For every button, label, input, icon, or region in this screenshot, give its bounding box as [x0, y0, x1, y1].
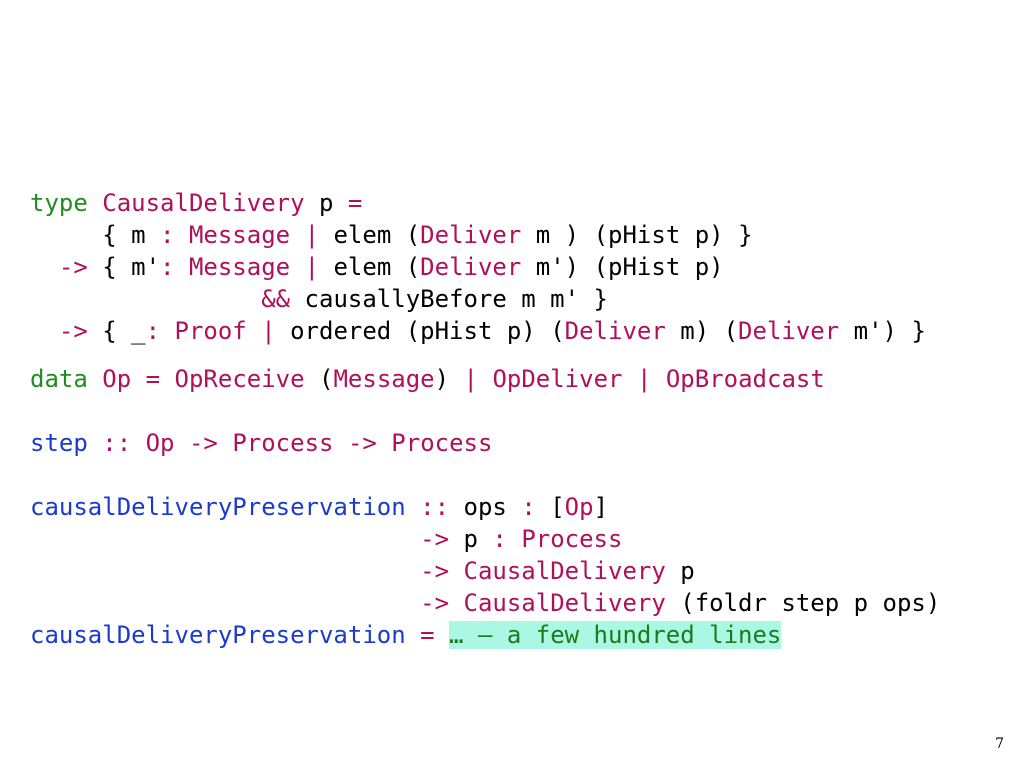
keyword-data: data: [30, 365, 88, 393]
code-text: { m: [30, 221, 161, 249]
constructor-opbroadcast: OpBroadcast: [665, 365, 825, 393]
code-text: m') }: [839, 317, 926, 345]
equals-sign: =: [145, 365, 161, 393]
code-text: elem (: [319, 221, 421, 249]
type-name: Op: [102, 365, 132, 393]
arrow: ->: [30, 317, 88, 345]
type-proof: Proof: [174, 317, 247, 345]
type-definition-block: type CausalDelivery p = { m : Message | …: [30, 187, 926, 347]
constructor-deliver: Deliver: [420, 253, 522, 281]
constructor-deliver: Deliver: [564, 317, 666, 345]
type-message: Message: [188, 221, 291, 249]
type-process: Process: [391, 429, 493, 457]
type-op: Op: [145, 429, 175, 457]
code-text: p: [463, 525, 478, 553]
code-text: p: [665, 557, 695, 585]
function-step: step: [30, 429, 88, 457]
refinement-bar: |: [261, 317, 276, 345]
code-text: { m': [87, 253, 161, 281]
constructor-deliver: Deliver: [420, 221, 522, 249]
refinement-bar: |: [304, 253, 320, 281]
arrow: ->: [188, 429, 218, 457]
code-indent: [30, 589, 420, 617]
type-name: CausalDelivery: [102, 189, 305, 217]
type-process: Process: [521, 525, 623, 553]
type-op: Op: [564, 493, 594, 521]
refinement-bar: |: [304, 221, 320, 249]
code-text: (foldr step p ops): [665, 589, 941, 617]
equals-sign: =: [420, 621, 435, 649]
preservation-block: causalDeliveryPreservation :: ops : [Op]…: [30, 493, 941, 649]
code-text: elem (: [319, 253, 421, 281]
arrow: ->: [420, 525, 450, 553]
colon: :: [160, 221, 175, 249]
code-text: p: [304, 189, 348, 217]
type-message: Message: [188, 253, 291, 281]
double-colon: ::: [102, 429, 132, 457]
colon: :: [160, 253, 175, 281]
page-number: 7: [995, 736, 1004, 752]
code-text: { _: [87, 317, 146, 345]
function-causal-delivery-preservation: causalDeliveryPreservation: [30, 621, 406, 649]
type-process: Process: [232, 429, 334, 457]
data-op-block: data Op = OpReceive (Message) | OpDelive…: [30, 365, 825, 393]
keyword-type: type: [30, 189, 88, 217]
code-text: ordered (pHist p) (: [275, 317, 565, 345]
arrow: ->: [420, 589, 450, 617]
constructor-opdeliver: OpDeliver: [492, 365, 623, 393]
sum-bar: |: [636, 365, 652, 393]
function-causal-delivery-preservation: causalDeliveryPreservation: [30, 493, 406, 521]
highlighted-comment: … – a few hundred lines: [449, 621, 782, 649]
code-indent: [30, 557, 420, 585]
constructor-opreceive: OpReceive: [174, 365, 305, 393]
constructor-deliver: Deliver: [738, 317, 840, 345]
arrow: ->: [347, 429, 377, 457]
equals-sign: =: [347, 189, 363, 217]
code-text: m) (: [665, 317, 739, 345]
double-colon: ::: [420, 493, 450, 521]
arrow: ->: [420, 557, 450, 585]
code-indent: [30, 285, 261, 313]
colon: :: [145, 317, 161, 345]
code-text: ops: [463, 493, 507, 521]
sum-bar: |: [463, 365, 478, 393]
type-message: Message: [333, 365, 435, 393]
code-text: m') (pHist p): [521, 253, 724, 281]
colon: :: [492, 525, 507, 553]
arrow: ->: [30, 253, 88, 281]
type-causal-delivery: CausalDelivery: [463, 589, 666, 617]
code-text: m ) (pHist p) }: [521, 221, 753, 249]
code-indent: [30, 525, 420, 553]
type-causal-delivery: CausalDelivery: [463, 557, 666, 585]
and-operator: &&: [261, 285, 291, 313]
step-signature: step :: Op -> Process -> Process: [30, 427, 492, 459]
code-text: causallyBefore m m' }: [290, 285, 608, 313]
colon: :: [521, 493, 536, 521]
